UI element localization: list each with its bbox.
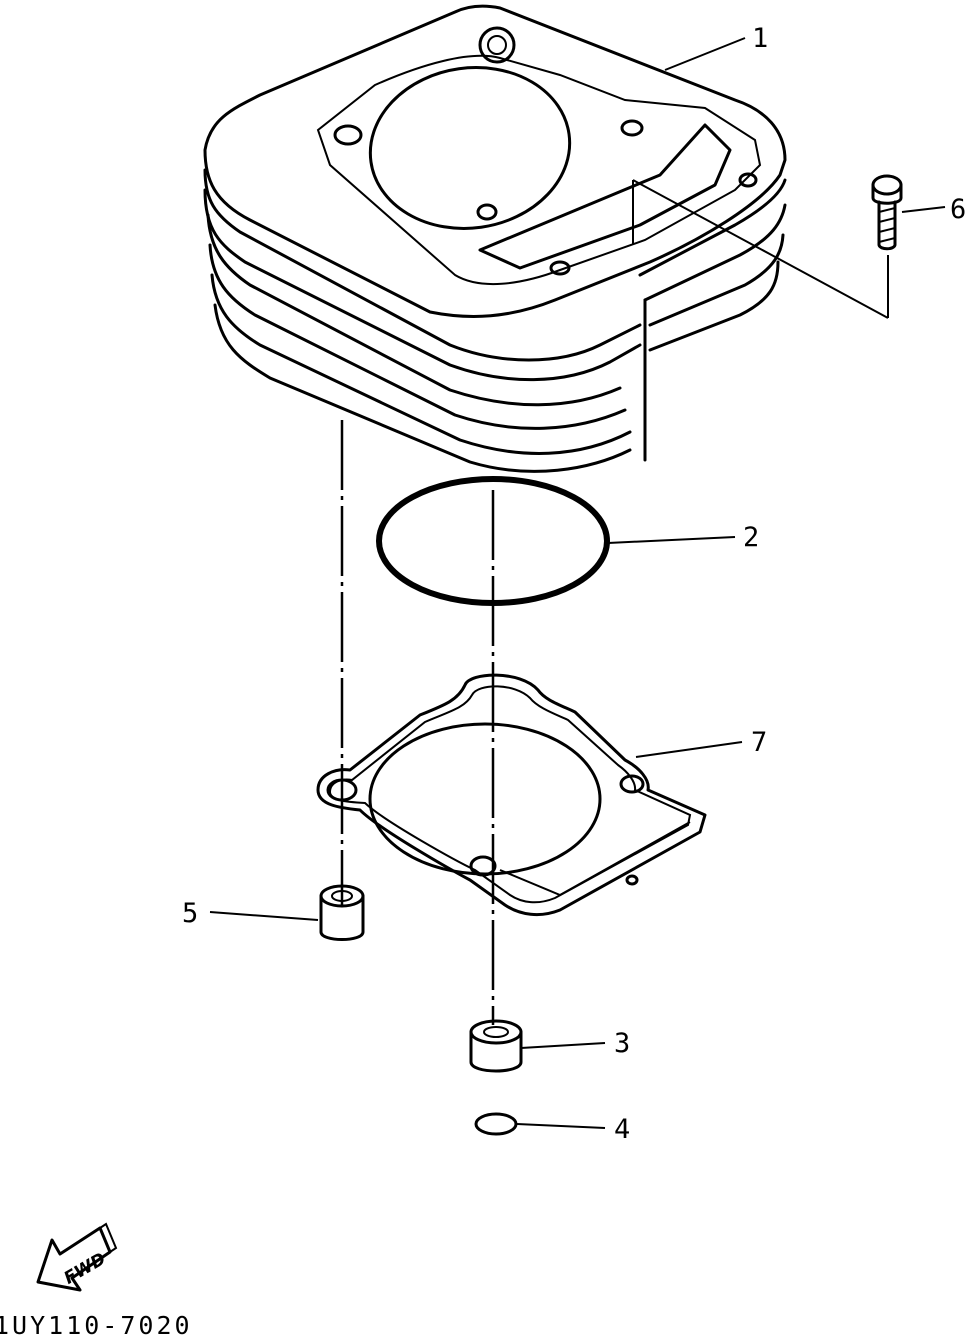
leader-lines bbox=[209, 37, 946, 1129]
callout-1: 1 bbox=[752, 23, 768, 54]
leader-1 bbox=[664, 37, 746, 71]
cylinder-block bbox=[203, 4, 889, 473]
o-ring bbox=[376, 476, 610, 606]
leader-2 bbox=[607, 536, 736, 544]
dowel-pin-left bbox=[319, 884, 365, 941]
callout-7: 7 bbox=[751, 727, 767, 758]
leader-5 bbox=[209, 911, 319, 921]
callout-3: 3 bbox=[614, 1028, 630, 1059]
leader-6 bbox=[901, 206, 946, 213]
fwd-arrow: FWD bbox=[36, 1222, 118, 1292]
leader-4 bbox=[516, 1123, 606, 1129]
fwd-label: FWD bbox=[61, 1249, 110, 1289]
drawing-code: 1UY110-7020 bbox=[0, 1311, 193, 1338]
bolt bbox=[871, 174, 903, 251]
callout-5: 5 bbox=[182, 898, 198, 929]
callout-4: 4 bbox=[614, 1114, 630, 1145]
leader-3 bbox=[520, 1042, 606, 1049]
dowel-pin-center bbox=[469, 1019, 523, 1073]
small-o-ring bbox=[474, 1112, 518, 1136]
base-gasket bbox=[316, 673, 707, 917]
leader-7 bbox=[635, 741, 743, 758]
callout-2: 2 bbox=[743, 522, 759, 553]
callout-6: 6 bbox=[950, 194, 966, 225]
